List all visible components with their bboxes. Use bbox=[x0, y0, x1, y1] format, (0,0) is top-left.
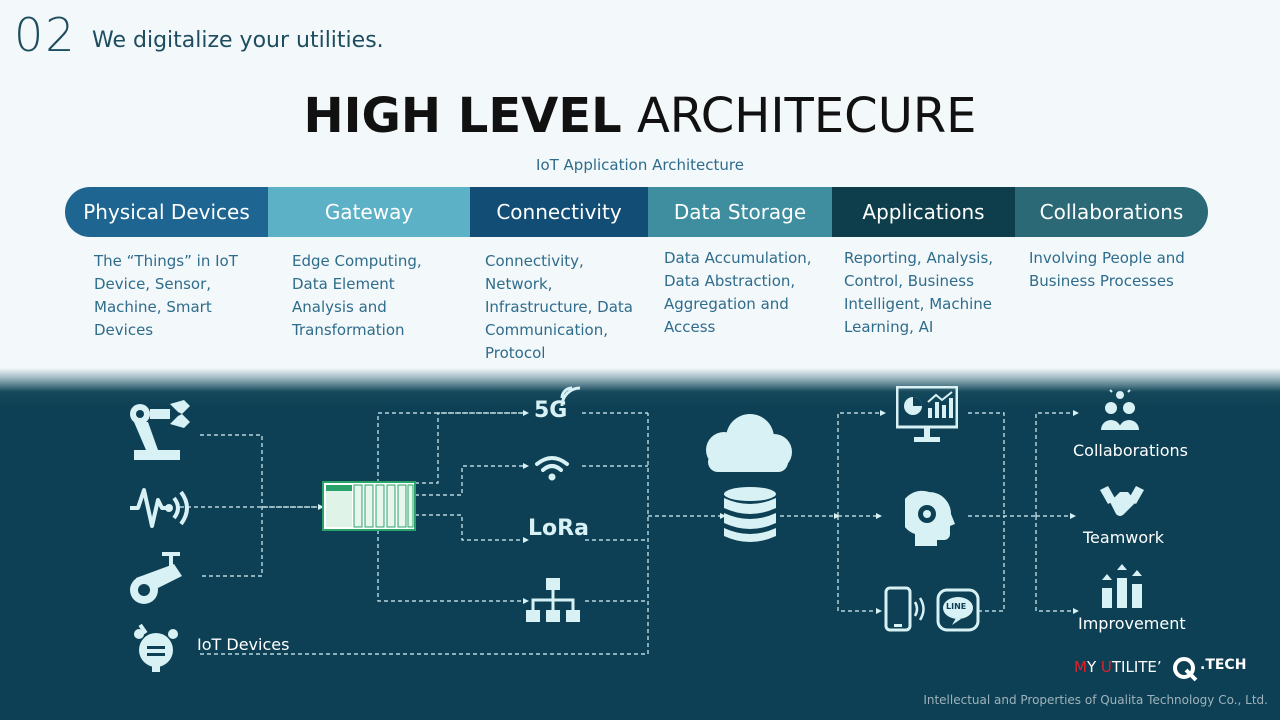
line-app-icon bbox=[936, 588, 980, 632]
cloud-icon bbox=[706, 414, 792, 472]
smartphone-icon bbox=[884, 586, 925, 632]
desc-line: Data Element bbox=[292, 275, 395, 293]
desc-line: Machine, Smart bbox=[94, 298, 212, 316]
network-topology-icon bbox=[526, 578, 580, 622]
my-utilite-logo: MY UTILITE’ bbox=[1074, 658, 1162, 676]
title-light: ARCHITECURE bbox=[636, 88, 977, 144]
desc-line: Data Accumulation, bbox=[664, 249, 812, 267]
layer-gateway: Gateway bbox=[268, 187, 470, 237]
improvement-chart-icon bbox=[1102, 564, 1142, 608]
desc-line: Data Abstraction, bbox=[664, 272, 796, 290]
outcome-teamwork: Teamwork bbox=[1083, 528, 1165, 547]
lora-label: LoRa bbox=[528, 516, 589, 541]
layer-desc-applications: Reporting, Analysis, Control, Business I… bbox=[844, 247, 993, 339]
brand-tilite: TILITE’ bbox=[1111, 658, 1162, 676]
desc-line: Business Processes bbox=[1029, 272, 1174, 290]
desc-line: Protocol bbox=[485, 344, 546, 362]
layer-desc-connectivity: Connectivity, Network, Infrastructure, D… bbox=[485, 250, 633, 365]
people-collaboration-icon bbox=[1101, 388, 1139, 430]
qtech-logo-icon bbox=[1173, 657, 1198, 682]
desc-line: Analysis and bbox=[292, 298, 387, 316]
desc-line: Transformation bbox=[292, 321, 405, 339]
qtech-logo-text: .TECH bbox=[1200, 657, 1247, 673]
layer-physical-devices: Physical Devices bbox=[65, 187, 268, 237]
desc-line: Device, Sensor, bbox=[94, 275, 212, 293]
desc-line: The “Things” in IoT bbox=[94, 252, 238, 270]
desc-line: Infrastructure, Data bbox=[485, 298, 633, 316]
slide-tagline: We digitalize your utilities. bbox=[92, 28, 384, 53]
desc-line: Aggregation and bbox=[664, 295, 789, 313]
layer-applications: Applications bbox=[832, 187, 1015, 237]
diagram-background bbox=[0, 368, 1280, 720]
handshake-icon bbox=[1100, 486, 1144, 516]
slide-number: 02 bbox=[14, 8, 77, 62]
fiveg-signal-icon bbox=[560, 386, 581, 407]
ai-head-icon bbox=[905, 490, 955, 546]
layer-desc-data-storage: Data Accumulation, Data Abstraction, Agg… bbox=[664, 247, 812, 339]
desc-line: Access bbox=[664, 318, 716, 336]
line-app-label: LINE bbox=[946, 602, 967, 611]
brand-u: U bbox=[1100, 658, 1112, 676]
page-title: HIGH LEVEL ARCHITECURE bbox=[0, 88, 1280, 144]
desc-line: Edge Computing, bbox=[292, 252, 422, 270]
desc-line: Intelligent, Machine bbox=[844, 295, 993, 313]
dashboard-monitor-icon bbox=[896, 386, 958, 442]
database-icon bbox=[724, 487, 776, 542]
connector-lines bbox=[180, 410, 1079, 655]
wifi-icon bbox=[535, 456, 569, 481]
outcome-collaborations: Collaborations bbox=[1073, 441, 1188, 460]
footer-copyright: Intellectual and Properties of Qualita T… bbox=[923, 693, 1268, 707]
layer-data-storage: Data Storage bbox=[648, 187, 832, 237]
layer-collaborations: Collaborations bbox=[1015, 187, 1208, 237]
layer-desc-collaborations: Involving People and Business Processes bbox=[1029, 247, 1185, 293]
outcome-improvement: Improvement bbox=[1078, 614, 1186, 633]
smart-meter-icon bbox=[134, 624, 178, 672]
desc-line: Learning, AI bbox=[844, 318, 934, 336]
desc-line: Network, bbox=[485, 275, 553, 293]
robot-arm-icon bbox=[130, 400, 190, 460]
sensor-wave-icon bbox=[130, 488, 189, 528]
desc-line: Connectivity, bbox=[485, 252, 584, 270]
brand-m: M bbox=[1074, 658, 1087, 676]
iot-devices-label: IoT Devices bbox=[197, 635, 290, 654]
title-bold: HIGH LEVEL bbox=[303, 88, 622, 144]
brand-y: Y bbox=[1086, 658, 1101, 676]
layer-desc-gateway: Edge Computing, Data Element Analysis an… bbox=[292, 250, 422, 342]
desc-line: Control, Business bbox=[844, 272, 974, 290]
page-subtitle: IoT Application Architecture bbox=[536, 156, 744, 174]
layer-connectivity: Connectivity bbox=[470, 187, 648, 237]
desc-line: Communication, bbox=[485, 321, 608, 339]
layer-band: Physical Devices Gateway Connectivity Da… bbox=[65, 187, 1208, 237]
cctv-camera-icon bbox=[130, 552, 182, 604]
desc-line: Involving People and bbox=[1029, 249, 1185, 267]
layer-desc-physical: The “Things” in IoT Device, Sensor, Mach… bbox=[94, 250, 238, 342]
gateway-device-icon bbox=[322, 481, 416, 531]
desc-line: Devices bbox=[94, 321, 154, 339]
desc-line: Reporting, Analysis, bbox=[844, 249, 994, 267]
